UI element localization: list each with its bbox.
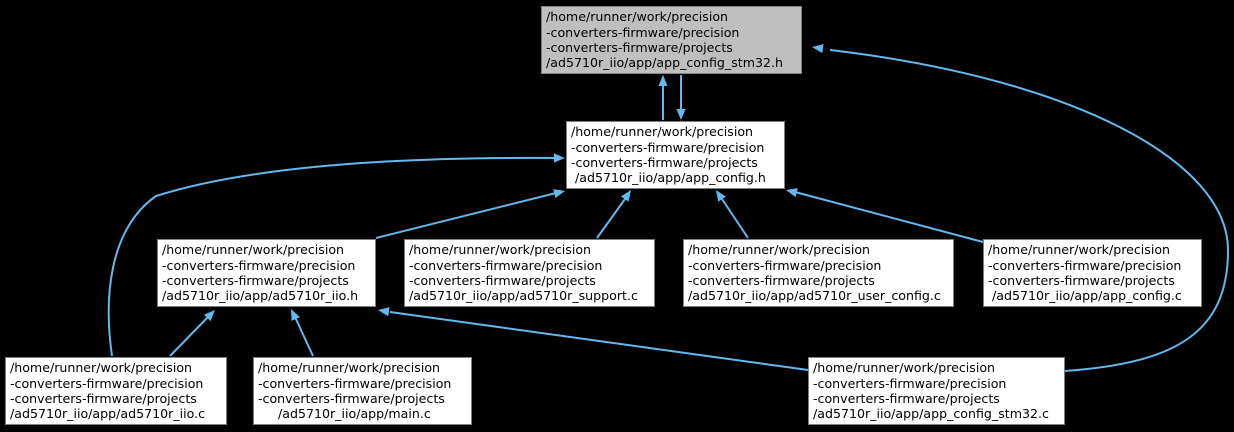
node-label-line: -converters-firmware/precision — [258, 375, 452, 391]
node-label-line: /ad5710r_iio/app/ad5710r_iio.c — [10, 406, 206, 422]
node-label-line: /ad5710r_iio/app/ad5710r_support.c — [409, 288, 638, 304]
edge-app-config-c-to-app-config-h — [786, 188, 984, 243]
node-label-line: /home/runner/work/precision — [162, 242, 345, 258]
node-label-line: -converters-firmware/projects — [988, 273, 1175, 288]
edge-ad5710r-user-config-c-to-app-config-h — [716, 190, 749, 239]
node-label-line: -converters-firmware/precision — [988, 257, 1182, 273]
edge-ad5710r-iio-h-to-app-config-h — [375, 189, 565, 239]
node-label-line: /home/runner/work/precision — [813, 360, 996, 376]
node-app-config-stm32-h[interactable]: /home/runner/work/precision-converters-f… — [541, 6, 802, 74]
node-label-line: -converters-firmware/precision — [10, 375, 204, 391]
node-label-line: -converters-firmware/precision — [162, 257, 356, 273]
node-app-config-h[interactable]: /home/runner/work/precision-converters-f… — [566, 121, 785, 189]
node-label-line: /ad5710r_iio/app/app_config.h — [571, 170, 766, 186]
node-app-config-stm32-c[interactable]: /home/runner/work/precision-converters-f… — [808, 357, 1065, 425]
node-label-line: -converters-firmware/precision — [571, 139, 765, 155]
node-label-line: -converters-firmware/projects — [571, 155, 758, 170]
node-label-line: /home/runner/work/precision — [988, 242, 1171, 258]
node-ad5710r-iio-h[interactable]: /home/runner/work/precision-converters-f… — [157, 239, 376, 307]
node-label-line: /home/runner/work/precision — [546, 9, 729, 25]
node-label-line: /ad5710r_iio/app/ad5710r_user_config.c — [688, 288, 941, 304]
node-label-line: -converters-firmware/projects — [546, 40, 733, 55]
node-label-line: -converters-firmware/projects — [409, 273, 596, 288]
node-label-line: /ad5710r_iio/app/app_config.c — [988, 288, 1182, 304]
edge-main-c-to-ad5710r-iio-h — [291, 309, 314, 357]
node-label-line: -converters-firmware/projects — [688, 273, 875, 288]
node-label-line: /ad5710r_iio/app/app_config_stm32.h — [546, 55, 783, 71]
node-label-line: -converters-firmware/projects — [813, 391, 1000, 406]
node-label-line: /ad5710r_iio/app/app_config_stm32.c — [813, 406, 1049, 422]
node-ad5710r-iio-c[interactable]: /home/runner/work/precision-converters-f… — [5, 357, 227, 425]
node-label-line: /home/runner/work/precision — [258, 360, 441, 376]
node-label-line: /home/runner/work/precision — [688, 242, 871, 258]
node-label-line: /home/runner/work/precision — [409, 242, 592, 258]
node-label-line: /ad5710r_iio/app/ad5710r_iio.h — [162, 288, 359, 304]
node-label-line: -converters-firmware/precision — [546, 24, 740, 40]
node-app-config-c[interactable]: /home/runner/work/precision-converters-f… — [983, 239, 1202, 307]
node-label-line: -converters-firmware/precision — [813, 375, 1007, 391]
node-label-line: -converters-firmware/precision — [688, 257, 882, 273]
edge-app-config-stm32-h-to-app-config-h — [676, 75, 686, 120]
node-label-line: /home/runner/work/precision — [571, 124, 754, 140]
node-label-line: -converters-firmware/precision — [409, 257, 603, 273]
edge-app-config-h-to-app-config-stm32-h — [658, 75, 668, 120]
node-label-line: -converters-firmware/projects — [10, 391, 197, 406]
edge-app-config-stm32-c-to-app-config-stm32-h — [812, 44, 1230, 372]
node-main-c[interactable]: /home/runner/work/precision-converters-f… — [253, 357, 472, 425]
node-label-line: /ad5710r_iio/app/main.c — [258, 406, 431, 422]
node-label-line: /home/runner/work/precision — [10, 360, 193, 376]
node-ad5710r-user-config-c[interactable]: /home/runner/work/precision-converters-f… — [683, 239, 954, 307]
edge-ad5710r-support-c-to-app-config-h — [596, 190, 631, 239]
node-label-line: -converters-firmware/projects — [162, 273, 349, 288]
edge-ad5710r-iio-c-to-ad5710r-iio-h — [169, 310, 215, 357]
node-ad5710r-support-c[interactable]: /home/runner/work/precision-converters-f… — [404, 239, 655, 307]
node-label-line: -converters-firmware/projects — [258, 391, 445, 406]
